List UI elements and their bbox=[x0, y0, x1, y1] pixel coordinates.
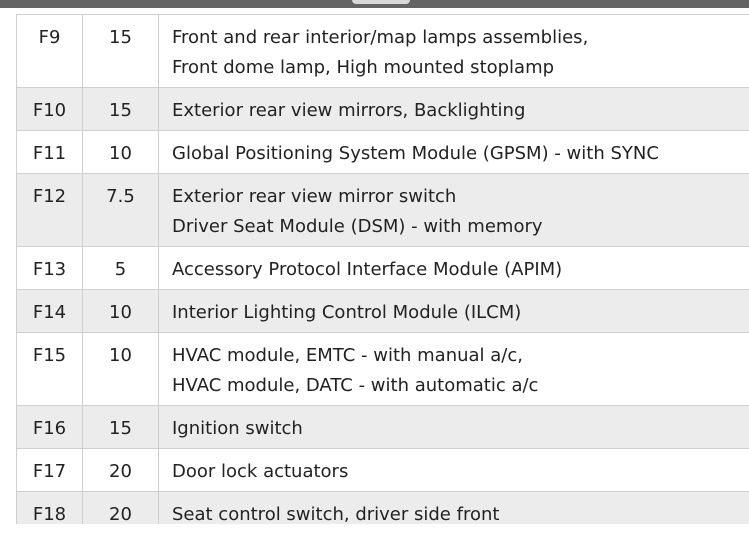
fuse-amperage-cell: 10 bbox=[82, 289, 159, 333]
fuse-number-cell: F9 bbox=[16, 14, 83, 88]
circuit-description-cell: Global Positioning System Module (GPSM) … bbox=[158, 130, 749, 174]
circuit-description-cell: Seat control switch, driver side front bbox=[158, 491, 749, 524]
fuse-amperage-cell: 5 bbox=[82, 246, 159, 290]
fuse-amperage-cell: 15 bbox=[82, 405, 159, 449]
circuit-description-line: Exterior rear view mirror switch bbox=[172, 186, 457, 207]
fuse-amperage-cell: 20 bbox=[82, 448, 159, 492]
fuse-number-cell: F18 bbox=[16, 491, 83, 524]
circuit-description-line: Interior Lighting Control Module (ILCM) bbox=[172, 302, 522, 323]
fuse-number-cell: F11 bbox=[16, 130, 83, 174]
circuit-description-cell: Door lock actuators bbox=[158, 448, 749, 492]
circuit-description-line: Ignition switch bbox=[172, 418, 303, 439]
circuit-description-cell: Ignition switch bbox=[158, 405, 749, 449]
circuit-description-line: Driver Seat Module (DSM) - with memory bbox=[172, 216, 543, 237]
fuse-number-cell: F10 bbox=[16, 87, 83, 131]
circuit-description-line: Exterior rear view mirrors, Backlighting bbox=[172, 100, 526, 121]
circuit-description-line: Door lock actuators bbox=[172, 461, 349, 482]
circuit-description-cell: Interior Lighting Control Module (ILCM) bbox=[158, 289, 749, 333]
fuse-amperage-cell: 15 bbox=[82, 87, 159, 131]
fuse-number-cell: F12 bbox=[16, 173, 83, 247]
fuse-amperage-cell: 10 bbox=[82, 332, 159, 406]
circuit-description-cell: Exterior rear view mirrors, Backlighting bbox=[158, 87, 749, 131]
fuse-amperage-cell: 20 bbox=[82, 491, 159, 524]
fuse-number-cell: F17 bbox=[16, 448, 83, 492]
fuse-amperage-cell: 7.5 bbox=[82, 173, 159, 247]
fuse-amperage-cell: 15 bbox=[82, 14, 159, 88]
fuse-number-cell: F14 bbox=[16, 289, 83, 333]
fuse-number-cell: F15 bbox=[16, 332, 83, 406]
circuit-description-line: HVAC module, DATC - with automatic a/c bbox=[172, 375, 539, 396]
circuit-description-line: Front dome lamp, High mounted stoplamp bbox=[172, 57, 555, 78]
fuse-number-cell: F13 bbox=[16, 246, 83, 290]
circuit-description-cell: HVAC module, EMTC - with manual a/c, HVAC… bbox=[158, 332, 749, 406]
top-bar bbox=[0, 0, 749, 8]
fuse-number-cell: F16 bbox=[16, 405, 83, 449]
circuit-description-cell: Front and rear interior/map lamps assemb… bbox=[158, 14, 749, 88]
circuit-description-line: Front and rear interior/map lamps assemb… bbox=[172, 27, 589, 48]
circuit-description-cell: Accessory Protocol Interface Module (API… bbox=[158, 246, 749, 290]
fuse-amperage-cell: 10 bbox=[82, 130, 159, 174]
circuit-description-line: Accessory Protocol Interface Module (API… bbox=[172, 259, 563, 280]
circuit-description-line: HVAC module, EMTC - with manual a/c, bbox=[172, 345, 523, 366]
top-bar-notch bbox=[352, 0, 410, 4]
circuit-description-line: Global Positioning System Module (GPSM) … bbox=[172, 143, 659, 164]
circuit-description-line: Seat control switch, driver side front bbox=[172, 504, 500, 524]
